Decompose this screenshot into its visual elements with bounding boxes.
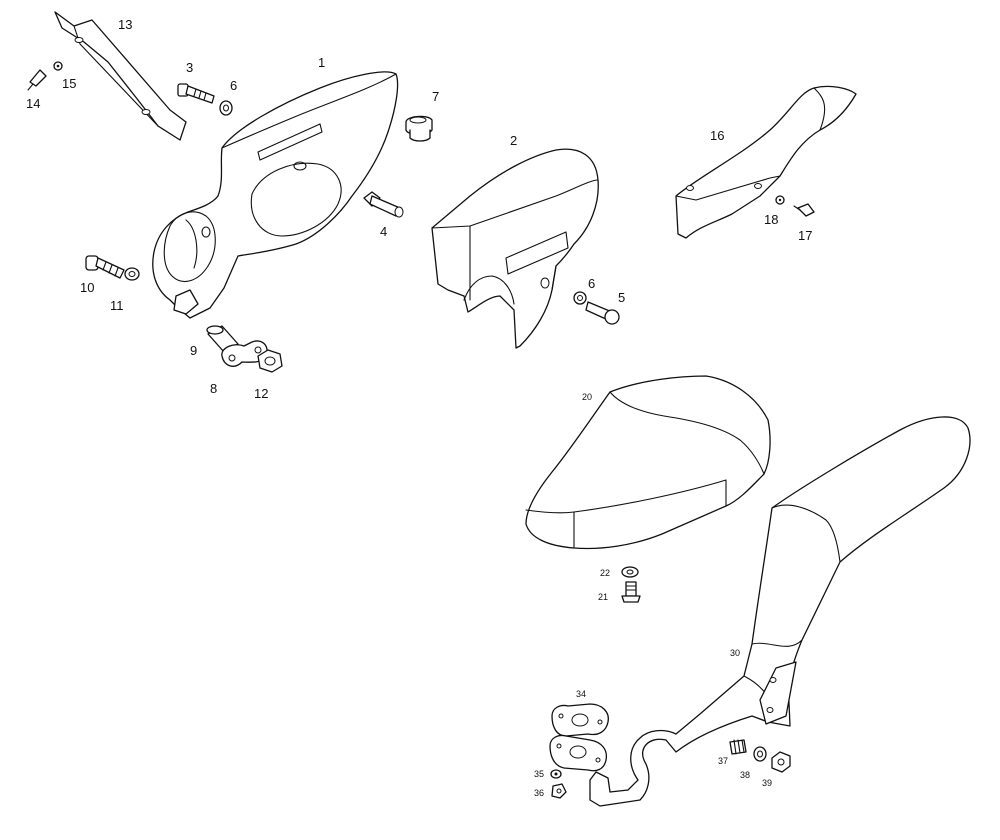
part-17-screw (793, 203, 815, 217)
part-10-bolt (85, 255, 125, 279)
callout-38: 38 (740, 770, 750, 780)
part-34-gasket (551, 703, 609, 737)
callout-7: 7 (432, 89, 439, 104)
part-14-screw (27, 69, 47, 91)
callout-35: 35 (534, 769, 544, 779)
callout-14: 14 (26, 96, 40, 111)
callout-1: 1 (318, 55, 325, 70)
exhaust-flange (549, 734, 608, 772)
part-13-bracket (54, 11, 187, 141)
callout-3: 3 (186, 60, 193, 75)
callout-34: 34 (576, 689, 586, 699)
callout-39: 39 (762, 778, 772, 788)
callout-12: 12 (254, 386, 268, 401)
callout-4: 4 (380, 224, 387, 239)
part-37-bolt (729, 739, 747, 755)
part-6-washer-top (219, 100, 233, 116)
callout-20: 20 (582, 392, 592, 402)
callout-6-top: 6 (230, 78, 237, 93)
callout-8: 8 (210, 381, 217, 396)
callout-18: 18 (764, 212, 778, 227)
part-12-nut (257, 349, 283, 373)
callout-9: 9 (190, 343, 197, 358)
callout-22: 22 (600, 568, 610, 578)
part-36-nut (551, 783, 567, 799)
part-3-bolt (177, 83, 215, 104)
part-4-pin (363, 191, 404, 218)
part-35-washer (550, 769, 562, 779)
part-16-bracket (675, 85, 857, 239)
callout-37: 37 (718, 756, 728, 766)
part-7-grommet (405, 115, 433, 142)
callout-10: 10 (80, 280, 94, 295)
part-30-exhaust (589, 416, 971, 807)
part-6-washer-right (573, 291, 587, 305)
part-38-washer (753, 746, 767, 762)
callout-2: 2 (510, 133, 517, 148)
part-11-washer (124, 267, 140, 281)
callout-11: 11 (110, 298, 124, 313)
part-1-belt-cover (152, 71, 399, 319)
part-21-bolt (621, 581, 641, 603)
callout-36: 36 (534, 788, 544, 798)
callout-30: 30 (730, 648, 740, 658)
callout-16: 16 (710, 128, 724, 143)
part-22-washer (621, 566, 639, 578)
part-15-washer (53, 61, 63, 71)
part-39-nut (771, 751, 791, 773)
part-18-washer (775, 195, 785, 205)
callout-21: 21 (598, 592, 608, 602)
callout-17: 17 (798, 228, 812, 243)
callout-6-right: 6 (588, 276, 595, 291)
callout-13: 13 (118, 17, 132, 32)
part-2-side-cover (431, 148, 599, 349)
part-20-seat (525, 375, 771, 550)
part-5-bolt (585, 301, 620, 325)
callout-labels: 1 2 3 4 5 6 6 7 8 9 10 11 12 13 14 15 16… (26, 17, 812, 798)
callout-15: 15 (62, 76, 76, 91)
callout-5: 5 (618, 290, 625, 305)
